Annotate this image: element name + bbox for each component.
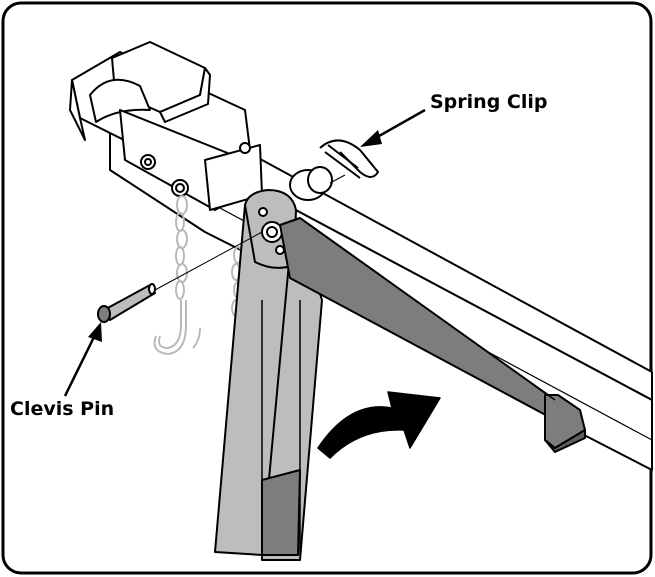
spring-clip-leader [360, 108, 426, 147]
stand-leg [214, 189, 323, 561]
pivot-bushing [289, 166, 333, 201]
clevis-pin-label: Clevis Pin [10, 398, 115, 420]
clip-alignment-line [329, 174, 346, 184]
clevis-pin [97, 283, 156, 323]
spring-clip-label: Spring Clip [430, 91, 548, 113]
clevis-pin-leader [63, 322, 102, 397]
curved-arrow-icon [317, 391, 441, 459]
pin-alignment-line [154, 231, 263, 291]
hitch-coupler [69, 41, 263, 211]
angle-support-bracket [279, 217, 586, 453]
safety-chain [153, 195, 243, 356]
spring-clip [319, 139, 380, 179]
